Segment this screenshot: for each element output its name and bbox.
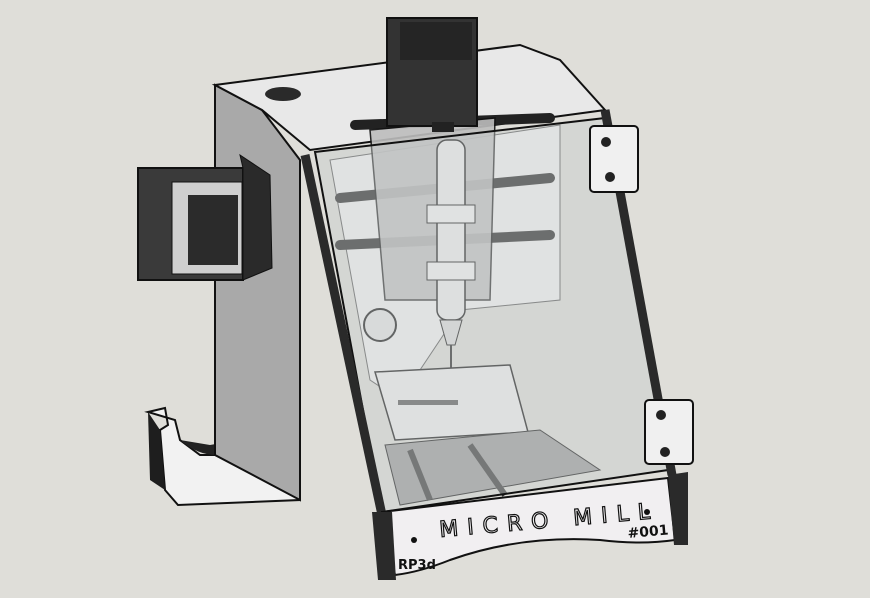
y-rails	[384, 429, 602, 506]
serial-label: #001	[627, 522, 669, 542]
z-stepper-motor	[386, 17, 478, 132]
left-side-panel	[214, 83, 301, 502]
maker-mark: RP3d	[398, 558, 436, 573]
frame-bottom-left	[372, 512, 396, 580]
x-stepper-motor	[137, 153, 273, 281]
hinge-top[interactable]	[589, 125, 639, 193]
frame-bottom-right	[668, 472, 688, 545]
knob	[363, 308, 397, 342]
screw-right	[644, 509, 650, 515]
table-slot	[398, 400, 458, 405]
top-port-hole	[265, 87, 301, 101]
screw-left	[411, 537, 417, 543]
hinge-bottom[interactable]	[644, 399, 694, 465]
spindle	[426, 139, 476, 378]
front-nameplate	[380, 476, 677, 577]
